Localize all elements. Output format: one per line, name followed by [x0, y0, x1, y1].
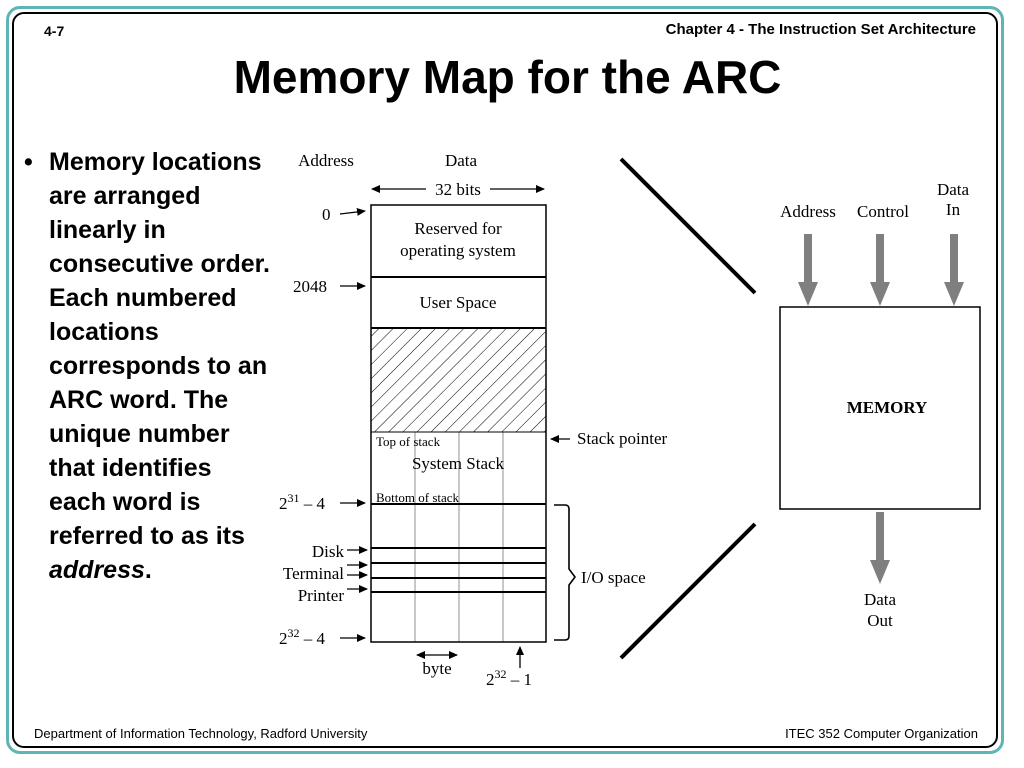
- address-2048-label: 2048: [293, 277, 327, 296]
- hatched-free-region: [371, 328, 546, 432]
- data-out-arrow: [870, 512, 890, 584]
- slide-number: 4-7: [44, 23, 65, 39]
- last-address-label: 232 – 1: [486, 667, 532, 689]
- address-2-32-label: 232 – 4: [279, 626, 326, 648]
- width-label: 32 bits: [435, 180, 481, 199]
- system-stack-label: System Stack: [412, 454, 505, 473]
- bullet-text-main: Memory locations are arranged linearly i…: [49, 148, 270, 550]
- disk-label: Disk: [312, 542, 345, 561]
- mem-address-label: Address: [780, 202, 836, 221]
- stack-pointer-label: Stack pointer: [577, 429, 668, 448]
- footer-left: Department of Information Technology, Ra…: [34, 726, 368, 741]
- memory-box-label: MEMORY: [847, 398, 928, 417]
- input-arrows: [798, 234, 964, 306]
- memory-box: [779, 306, 981, 510]
- address-0-arrow: [339, 207, 366, 216]
- byte-label: byte: [422, 659, 451, 678]
- address-input-arrow: [798, 234, 818, 306]
- control-input-arrow: [870, 234, 890, 306]
- slide-frame-inner: [12, 12, 998, 748]
- reserved-label-2: operating system: [400, 241, 516, 260]
- bullet-icon: •: [24, 148, 33, 176]
- address-2-31-label: 231 – 4: [279, 491, 326, 513]
- user-space-label: User Space: [420, 293, 497, 312]
- terminal-label: Terminal: [283, 564, 344, 583]
- slide-frame-outer: [6, 6, 1004, 754]
- mem-data-out-label-2: Out: [867, 611, 893, 630]
- mem-data-in-label-2: In: [946, 200, 961, 219]
- address-header: Address: [298, 151, 354, 170]
- footer-right: ITEC 352 Computer Organization: [785, 726, 978, 741]
- bullet-point: • Memory locations are arranged linearly…: [24, 145, 274, 587]
- io-space-bracket: [554, 504, 576, 641]
- mem-data-out-label-1: Data: [864, 590, 897, 609]
- zoom-line-top: [619, 157, 757, 295]
- data-header: Data: [445, 151, 478, 170]
- io-space-label: I/O space: [581, 568, 646, 587]
- mem-data-in-label-1: Data: [937, 180, 970, 199]
- bullet-text-end: .: [144, 556, 152, 584]
- slide-title: Memory Map for the ARC: [233, 51, 782, 103]
- bullet-emphasis: address: [49, 556, 145, 584]
- address-0-label: 0: [322, 205, 331, 224]
- printer-label: Printer: [298, 586, 345, 605]
- reserved-label-1: Reserved for: [414, 219, 502, 238]
- data-in-arrow: [944, 234, 964, 306]
- zoom-line-bottom: [619, 522, 757, 660]
- bullet-text: Memory locations are arranged linearly i…: [49, 145, 274, 587]
- chapter-title: Chapter 4 - The Instruction Set Architec…: [665, 21, 976, 38]
- memory-map-box: [370, 204, 547, 643]
- top-of-stack-label: Top of stack: [376, 434, 441, 449]
- mem-control-label: Control: [857, 202, 909, 221]
- bottom-of-stack-label: Bottom of stack: [376, 490, 460, 505]
